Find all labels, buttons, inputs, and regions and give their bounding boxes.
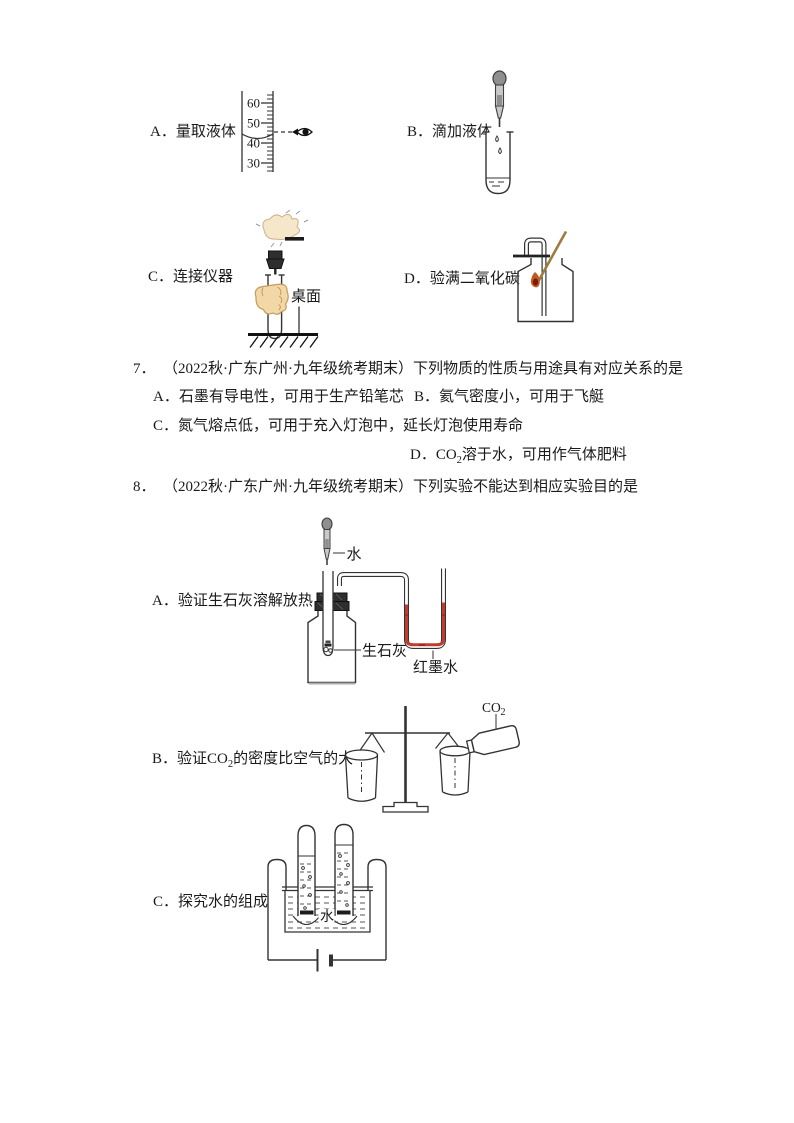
electrolysis-figure: 水 <box>267 823 387 972</box>
q7-option-b: B．氦气密度小，可用于飞艇 <box>414 389 605 405</box>
desk-surface <box>248 333 319 348</box>
left-tube-mouth-arc <box>292 915 321 926</box>
delivery-tube <box>524 237 547 316</box>
q7-option-d-subscript: 2 <box>456 454 462 466</box>
test-tube <box>482 131 514 195</box>
flame-icon <box>530 272 540 288</box>
stand-base <box>382 801 429 813</box>
holding-hand <box>254 283 289 315</box>
q8-option-a: A．验证生石灰溶解放热 <box>152 593 313 609</box>
cylinder-tick-30: 30 <box>247 156 260 171</box>
liquid-drop <box>495 135 499 143</box>
left-hanger <box>358 732 386 753</box>
q7-option-c: C．氮气熔点低，可用于充入灯泡中，延长灯泡使用寿命 <box>153 418 524 434</box>
meniscus-curve <box>241 133 274 140</box>
gas-bottle <box>517 258 574 323</box>
quicklime-heat-figure: 水 生石灰 红墨水 <box>307 517 458 685</box>
left-electrode <box>300 910 314 915</box>
graduated-cylinder <box>241 91 274 172</box>
red-ink-liquid <box>405 602 445 647</box>
quicklime-solid <box>323 640 333 653</box>
q8-option-b-prefix: B．验证CO <box>152 751 228 767</box>
co2-label-subscript: 2 <box>501 707 506 718</box>
water-label: 水 <box>347 546 362 563</box>
q8-option-b-suffix: 的密度比空气的大 <box>233 751 354 767</box>
dropper-icon <box>492 70 507 127</box>
left-gas-tube <box>297 824 316 916</box>
eye-icon <box>292 127 313 137</box>
desk-label: 桌面 <box>291 288 321 305</box>
co2-label: CO <box>482 700 501 715</box>
inner-test-tube <box>322 571 334 657</box>
prev-option-d-label: D．验满二氧化碳 <box>404 271 520 287</box>
trough-water-label: 水 <box>320 909 334 925</box>
question-8-number: 8． <box>133 479 156 495</box>
q7-option-d-suffix: 溶于水，可用作气体肥料 <box>461 447 627 463</box>
connecting-tube-and-u-tube <box>337 568 446 649</box>
question-8-stem-row: 8． （2022秋·广东广州·九年级统考期末）下列实验不能达到相应实验目的是 <box>133 478 638 496</box>
water-trough <box>282 886 373 933</box>
question-7-number: 7． <box>133 361 156 377</box>
right-paper-cup <box>439 745 471 796</box>
quicklime-label: 生石灰 <box>362 643 407 660</box>
q7-option-a: A．石墨有导电性，可用于生产铅笔芯 <box>153 389 404 405</box>
circuit-wires <box>267 858 387 961</box>
question-7-stem: （2022秋·广东广州·九年级统考期末）下列物质的性质与用途具有对应关系的是 <box>163 361 683 377</box>
prev-option-a-label: A．量取液体 <box>150 124 236 140</box>
right-electrode <box>337 910 351 915</box>
left-paper-cup <box>344 749 379 802</box>
cylinder-tick-40: 40 <box>247 136 260 151</box>
co2-full-test-figure <box>513 230 574 323</box>
question-8-stem: （2022秋·广东广州·九年级统考期末）下列实验不能达到相应实验目的是 <box>163 479 638 495</box>
question-7-stem-row: 7． （2022秋·广东广州·九年级统考期末）下列物质的性质与用途具有对应关系的… <box>133 360 683 378</box>
cylinder-tick-60: 60 <box>247 96 260 111</box>
red-ink-label: 红墨水 <box>413 659 458 676</box>
q8-option-b: B．验证CO2的密度比空气的大 <box>152 751 354 770</box>
connect-apparatus-figure: 桌面 <box>248 210 321 348</box>
cylinder-tick-50: 50 <box>247 116 260 131</box>
battery-icon <box>316 949 333 972</box>
dropper-figure <box>482 70 514 195</box>
q8-option-c: C．探究水的组成 <box>153 894 269 910</box>
balance-stand <box>365 706 450 813</box>
faded-hand-sketch <box>255 210 309 248</box>
liquid-drop <box>498 147 502 155</box>
rubber-stopper <box>265 250 285 275</box>
q7-option-d: D．CO2溶于水，可用作气体肥料 <box>410 447 627 466</box>
wooden-splint <box>537 230 568 282</box>
prev-option-c-label: C．连接仪器 <box>148 269 234 285</box>
measuring-cylinder-figure: 60 50 40 30 <box>241 91 313 172</box>
right-gas-tube <box>334 823 354 916</box>
q8-option-b-subscript: 2 <box>227 758 234 770</box>
balance-co2-figure: CO 2 <box>344 700 520 813</box>
pouring-bottle <box>465 725 520 756</box>
dropper-icon <box>321 517 333 565</box>
q7-option-d-prefix: D．CO <box>410 447 457 463</box>
prev-option-b-label: B．滴加液体 <box>407 124 493 140</box>
